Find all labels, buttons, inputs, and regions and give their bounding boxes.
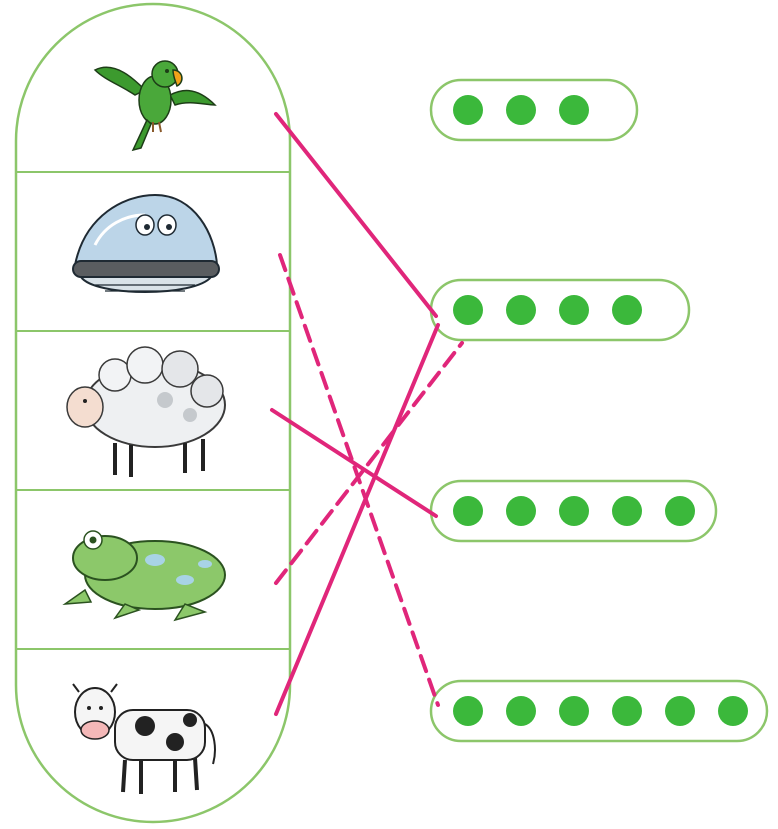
dot-groups: [429, 78, 769, 743]
connection-lines: [270, 112, 464, 716]
dot: [453, 496, 483, 526]
dot: [612, 496, 642, 526]
connection-line-frog: [274, 341, 464, 585]
dot: [506, 496, 536, 526]
dot: [612, 295, 642, 325]
dot: [665, 496, 695, 526]
dot: [506, 95, 536, 125]
connection-line-sheep: [270, 408, 438, 518]
dot: [559, 95, 589, 125]
dot-group-5[interactable]: [429, 479, 718, 543]
dot-group-6[interactable]: [429, 679, 769, 743]
dot-group-4[interactable]: [429, 278, 691, 342]
dot: [506, 295, 536, 325]
dot: [718, 696, 748, 726]
dot: [559, 696, 589, 726]
connection-line-cow: [274, 323, 440, 716]
dot: [559, 496, 589, 526]
dot: [453, 95, 483, 125]
dot: [453, 295, 483, 325]
dot: [612, 696, 642, 726]
dot: [506, 696, 536, 726]
cow-icon[interactable]: [72, 683, 216, 794]
connection-line-parrot: [274, 112, 438, 318]
parrot-icon[interactable]: [93, 60, 217, 152]
dot-group-3[interactable]: [429, 78, 639, 142]
frog-icon[interactable]: [62, 530, 226, 622]
sheep-icon[interactable]: [66, 346, 226, 477]
dot-group-outline: [429, 679, 769, 743]
dot: [665, 696, 695, 726]
connection-line-shell: [278, 253, 440, 707]
shell-icon[interactable]: [72, 193, 220, 293]
dot: [453, 696, 483, 726]
dot: [559, 295, 589, 325]
